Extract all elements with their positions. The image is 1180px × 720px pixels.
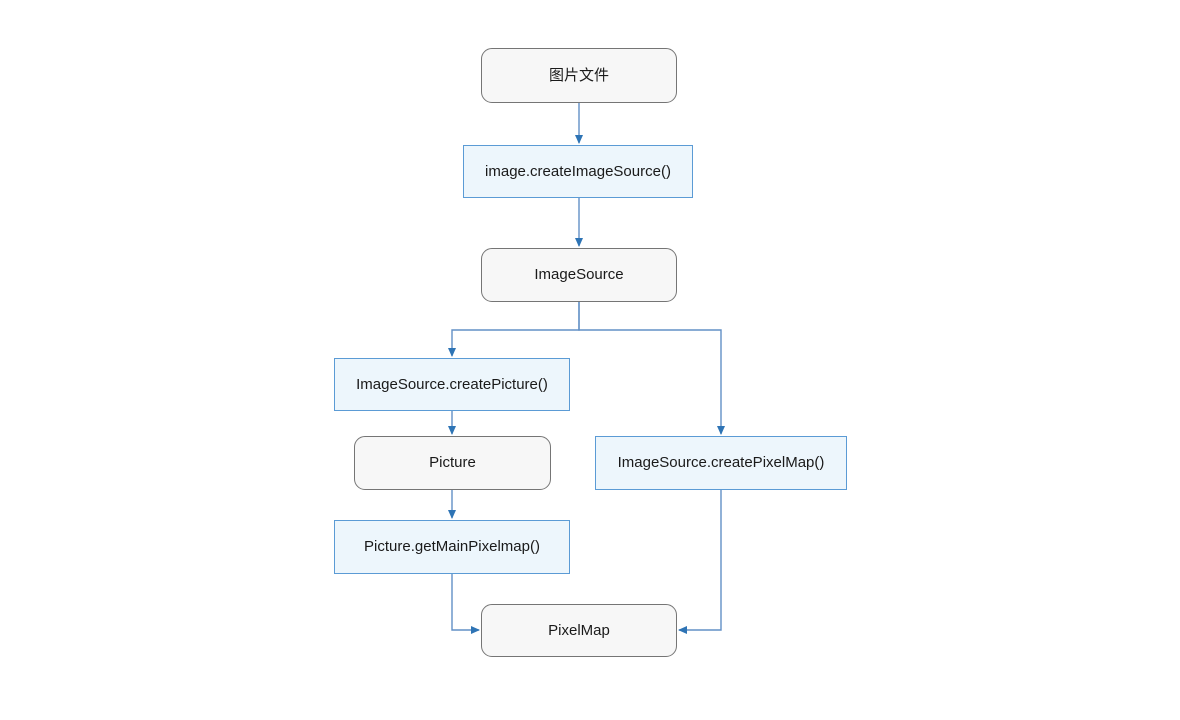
edge-get-main-pixelmap-to-pixel-map — [451, 574, 480, 634]
node-pixel-map: PixelMap — [481, 604, 677, 657]
edge-image-source-to-create-pixel-map — [578, 302, 725, 435]
node-get-main-pixelmap: Picture.getMainPixelmap() — [334, 520, 570, 574]
node-create-picture: ImageSource.createPicture() — [334, 358, 570, 411]
node-picture: Picture — [354, 436, 551, 490]
edge-image-source-to-create-picture — [448, 302, 580, 357]
node-create-pixel-map: ImageSource.createPixelMap() — [595, 436, 847, 490]
edge-create-pixel-map-to-pixel-map — [678, 490, 722, 634]
node-image-source: ImageSource — [481, 248, 677, 302]
node-create-image-source: image.createImageSource() — [463, 145, 693, 198]
node-image-file: 图片文件 — [481, 48, 677, 103]
